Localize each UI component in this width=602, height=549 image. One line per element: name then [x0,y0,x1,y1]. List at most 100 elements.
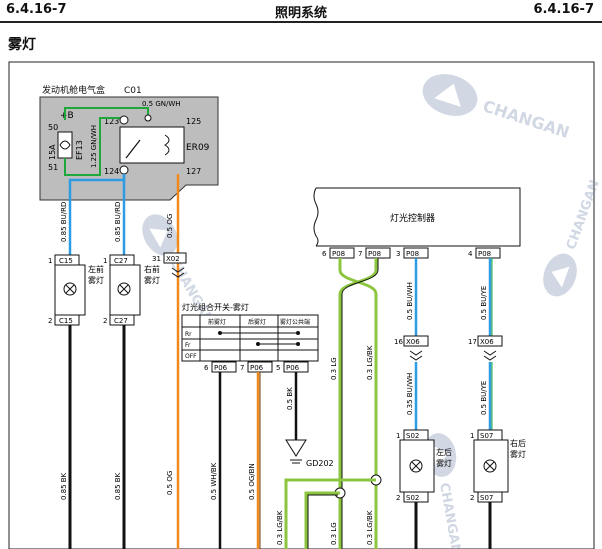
wire-label-w4-upper: 0.5 BU/YE [480,286,488,320]
x06-pin-17: 17 [468,338,477,346]
controller-label: 灯光控制器 [390,212,435,224]
switch-row-3: OFF [185,353,197,360]
pin-50: 50 [48,123,58,132]
wire-label-x02-top: 0.5 OG [166,214,174,238]
p08-pin-4: 4 [468,250,473,258]
front-right-fog-lamp: C27 1 C27 2 右前雾灯 [103,254,160,326]
c15-top-conn: C15 [59,257,73,265]
connector-x02 [163,252,187,264]
page-number-left: 6.4.16-7 [6,2,67,17]
pin-125: 125 [186,117,201,126]
wire-label-c15-bottom: 0.85 BK [60,472,68,500]
p08-conn-6: P08 [332,250,345,258]
wire-label-bottom-c: 0.3 LG/BK [366,510,374,545]
wire-label-bottom-b: 0.3 LG [330,522,338,545]
switch-row-1: Rr [185,331,192,338]
engine-box-label: 发动机舱电气盒 [42,84,105,96]
fuse-top-label: +B [60,111,74,121]
c15-lamp-label: 左前雾灯 [88,264,104,285]
p06-conn-7: P06 [250,364,264,372]
p06-pin-6: 6 [204,364,209,372]
s02-top-conn: S02 [406,432,419,440]
s02-pin2: 2 [396,494,400,502]
c27-pin2: 2 [103,317,107,325]
c27-lamp-label: 右前雾灯 [144,264,160,285]
p08-pin-7: 7 [358,250,362,258]
wire-label-bottom-a: 0.3 LG/BK [276,510,284,545]
ground-label: GD202 [306,459,334,468]
p06-conn-5: P06 [286,364,300,372]
wire-label-p06-7: 0.5 OG/BN [248,463,256,500]
page-title: 照明系统 [274,6,327,21]
p08-conn-7: P08 [368,250,381,258]
light-controller: 灯光控制器 P08 6 P08 7 P08 3 P08 4 [313,187,521,259]
connector-x06-17 [477,335,503,347]
rear-right-fog-lamp: S07 1 右后雾灯 S07 2 [470,429,526,503]
rear-left-fog-lamp: S02 1 左后雾灯 S02 2 [396,429,452,503]
front-left-fog-lamp: C15 1 C15 2 左前雾灯 [48,254,104,326]
c27-pin1: 1 [103,257,107,265]
watermark-logo-right: CHANGAN [543,178,602,297]
x02-pin: 31 [152,255,161,263]
page-header: 6.4.16-7 照明系统 6.4.16-7 [0,0,602,22]
wire-label-w6: 0.3 LG [330,357,338,380]
s07-lamp-label: 右后雾灯 [510,438,526,459]
s07-pin1: 1 [470,432,474,440]
relay-name: ER09 [186,143,210,153]
wire-left-label: 1.25 GN/WH [90,125,98,168]
fuse-name: EF13 [75,140,84,160]
ground-symbol: GD202 [285,439,334,468]
s07-pin2: 2 [470,494,474,502]
diagram-frame [8,61,595,549]
fuse-amp: 15A [48,144,57,160]
relay-box [119,126,185,164]
wire-label-c15-top: 0.85 BU/RD [60,202,68,242]
x06-conn-17: X06 [480,338,494,346]
wire-label-p06-6: 0.5 WH/BK [210,462,218,500]
p08-pin-3: 3 [396,250,400,258]
x06-pin-16: 16 [394,338,403,346]
watermark-text-3: CHANGAN [564,178,602,252]
x02-label: X02 [166,255,180,263]
s02-lamp-label: 左后雾灯 [436,447,452,468]
p08-conn-4: P08 [478,250,491,258]
switch-col-2: 后雾灯 [248,318,266,326]
switch-connectors: P06 6 P06 7 P06 5 [204,361,309,373]
switch-row-2: Fr [185,342,191,349]
c15-bottom-conn: C15 [59,317,73,325]
wire-label-w7: 0.3 LG/BK [366,345,374,380]
c27-bottom-conn: C27 [114,317,128,325]
switch-title: 灯光组合开关-雾灯 [182,302,249,312]
wire-label-w3-upper: 0.5 BU/WH [406,282,414,320]
pin-127: 127 [186,167,201,176]
p06-pin-7: 7 [240,364,244,372]
p08-pin-6: 6 [322,250,327,258]
s02-bottom-conn: S02 [406,494,419,502]
engine-box-connector: C01 [124,86,142,96]
p06-conn-6: P06 [214,364,228,372]
p06-pin-5: 5 [276,364,280,372]
s07-bottom-conn: S07 [480,494,493,502]
wire-label-x02-bottom: 0.5 OG [166,471,174,495]
watermark-logo-top: CHANGAN [422,74,572,142]
wire-label-c27-bottom: 0.85 BK [114,472,122,500]
watermark-text-4: CHANGAN [436,482,463,549]
wire-top-label: 0.5 GN/WH [142,100,181,108]
switch-col-3: 雾灯公共端 [280,318,310,326]
light-combination-switch: 灯光组合开关-雾灯 前雾灯 后雾灯 雾灯公共端 Rr Fr OFF [181,302,319,362]
wire-label-p06-5: 0.5 BK [286,387,294,410]
engine-compartment-box: 发动机舱电气盒 C01 +B 50 51 15A EF13 ER09 123 1… [39,84,219,201]
wire-label-w3-lower: 0.35 BU/WH [406,373,414,415]
pin-51: 51 [48,163,58,172]
wire-label-w4-lower: 0.5 BU/YE [480,381,488,415]
section-title: 雾灯 [8,37,36,53]
header-divider [0,21,602,23]
c15-pin2: 2 [48,317,52,325]
c27-top-conn: C27 [114,257,128,265]
switch-col-1: 前雾灯 [208,318,226,326]
s07-top-conn: S07 [480,432,493,440]
pin-124: 124 [104,167,119,176]
connector-x06-16 [403,335,429,347]
pin-123: 123 [104,117,119,126]
